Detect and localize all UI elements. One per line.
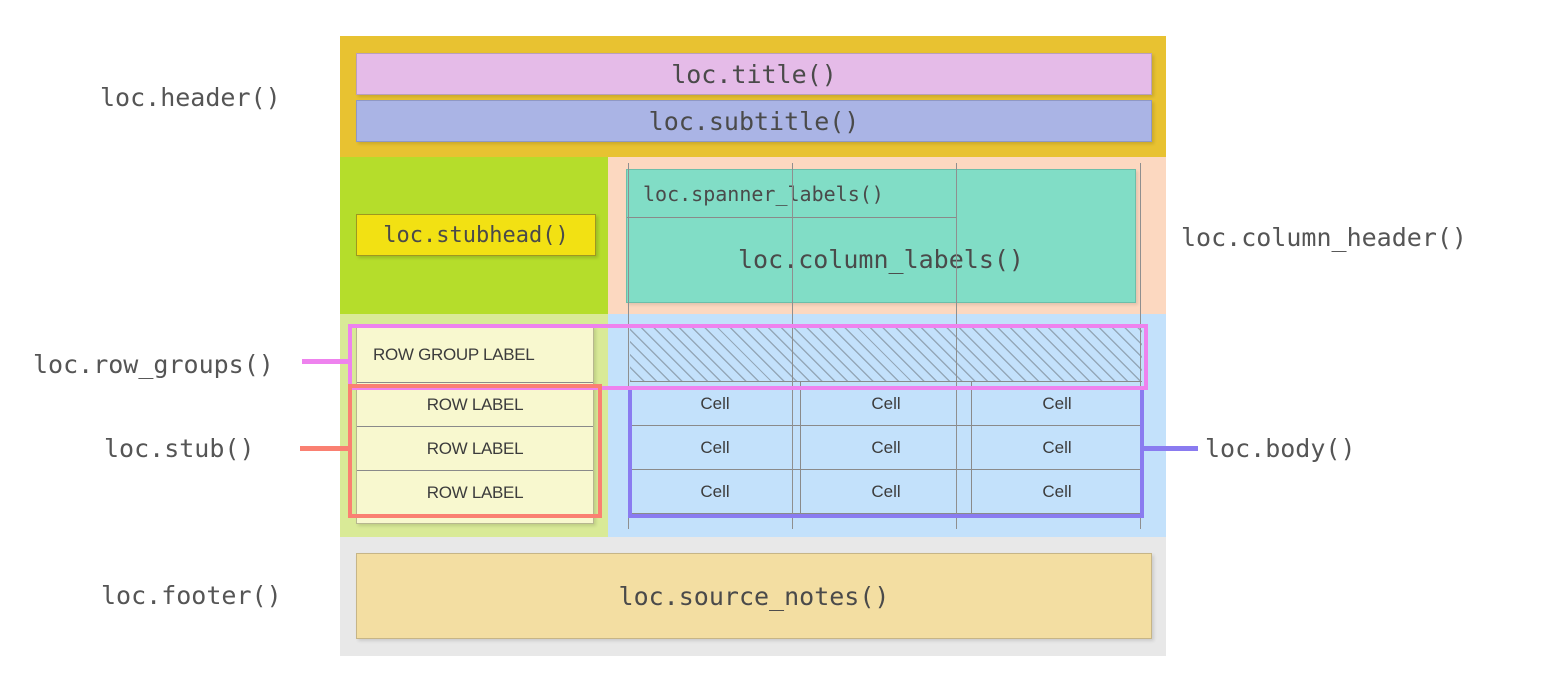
body-cell: Cell — [801, 426, 972, 469]
body-cell: Cell — [1042, 393, 1072, 413]
footer-region: loc.source_notes() — [340, 537, 1166, 656]
label-loc-body: loc.body() — [1205, 434, 1356, 463]
label-loc-row-groups: loc.row_groups() — [33, 350, 274, 379]
body-cell: Cell — [630, 382, 801, 425]
table-anatomy-diagram: loc.title() loc.subtitle() loc.stubhead(… — [340, 36, 1166, 656]
source-notes-label: loc.source_notes() — [618, 581, 890, 611]
subtitle-box: loc.subtitle() — [356, 100, 1152, 142]
title-box: loc.title() — [356, 53, 1152, 95]
label-loc-column-header: loc.column_header() — [1181, 223, 1467, 252]
row-label-text: ROW LABEL — [426, 394, 524, 414]
column-labels-box: loc.column_labels() — [627, 218, 1135, 301]
stubhead-region: loc.stubhead() — [340, 157, 608, 314]
label-loc-stub: loc.stub() — [104, 434, 255, 463]
spanner-labels-label: loc.spanner_labels() — [643, 181, 884, 206]
column-rule-2 — [956, 163, 957, 529]
stubhead-label: loc.stubhead() — [383, 222, 569, 248]
table-row: Cell Cell Cell — [630, 470, 1142, 514]
title-label: loc.title() — [671, 59, 837, 89]
row-group-label-text: ROW GROUP LABEL — [373, 345, 535, 364]
table-row: Cell Cell Cell — [630, 382, 1142, 426]
column-labels-label: loc.column_labels() — [738, 245, 1024, 274]
connector-row-groups — [302, 359, 352, 364]
column-rule-left-edge — [628, 163, 629, 529]
connector-body — [1144, 446, 1198, 451]
row-label-cell: ROW LABEL — [357, 383, 593, 427]
source-notes-box: loc.source_notes() — [356, 553, 1152, 639]
row-label-text: ROW LABEL — [426, 482, 524, 502]
column-header-box: loc.spanner_labels() loc.column_labels() — [626, 169, 1136, 303]
body-cell: Cell — [630, 426, 801, 469]
column-rule-right-edge — [1140, 163, 1141, 529]
body-cell: Cell — [630, 470, 801, 513]
body-cell: Cell — [1042, 437, 1072, 457]
stubhead-box: loc.stubhead() — [356, 214, 596, 256]
label-loc-header: loc.header() — [100, 83, 281, 112]
subtitle-label: loc.subtitle() — [648, 106, 860, 136]
header-region: loc.title() loc.subtitle() — [340, 36, 1166, 157]
connector-stub — [300, 446, 352, 451]
column-rule-1 — [792, 163, 793, 529]
label-loc-footer: loc.footer() — [101, 581, 282, 610]
body-cell: Cell — [1042, 481, 1072, 501]
row-label-cell: ROW LABEL — [357, 427, 593, 471]
row-group-hatched-band — [630, 326, 1142, 382]
body-cell: Cell — [801, 470, 972, 513]
cell-grid: Cell Cell Cell Cell Cell Cell Cell Cell … — [630, 326, 1142, 524]
column-header-region: loc.spanner_labels() loc.column_labels() — [608, 157, 1166, 314]
row-label-text: ROW LABEL — [426, 438, 524, 458]
table-row: Cell Cell Cell — [630, 426, 1142, 470]
body-cell: Cell — [801, 382, 972, 425]
row-label-cell: ROW LABEL — [357, 471, 593, 515]
row-group-label-cell: ROW GROUP LABEL — [357, 327, 593, 383]
row-label-column: ROW GROUP LABEL ROW LABEL ROW LABEL ROW … — [356, 326, 594, 524]
